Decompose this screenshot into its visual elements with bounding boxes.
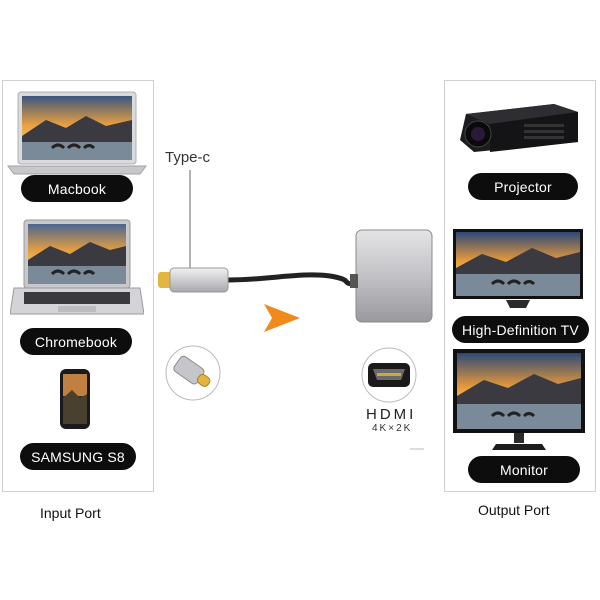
divider-dot (410, 448, 424, 450)
smartphone-icon (60, 369, 90, 429)
macbook-laptop-icon (7, 91, 147, 175)
chromebook-laptop-icon (10, 219, 144, 315)
type-c-leader-line (189, 170, 191, 282)
type-c-connector-closeup-icon (165, 345, 221, 401)
hdmi-port-icon (361, 347, 417, 403)
device-pill-macbook: Macbook (21, 175, 133, 202)
device-pill-samsung-s8: SAMSUNG S8 (20, 443, 136, 470)
adapter-cable-diagram (158, 229, 433, 323)
output-port-caption: Output Port (478, 502, 550, 518)
device-pill-projector: Projector (468, 173, 578, 200)
device-pill-hdtv: High-Definition TV (452, 316, 589, 343)
direction-arrow-icon (264, 304, 300, 332)
device-pill-chromebook: Chromebook (20, 328, 132, 355)
hdmi-label: HDMI (366, 406, 417, 423)
device-pill-monitor: Monitor (468, 456, 580, 483)
input-port-caption: Input Port (40, 505, 101, 521)
monitor-icon (453, 349, 585, 450)
type-c-label: Type-c (165, 149, 211, 166)
tv-icon (453, 229, 583, 308)
projector-icon (460, 104, 578, 152)
hdmi-resolution-label: 4K×2K (372, 423, 413, 434)
